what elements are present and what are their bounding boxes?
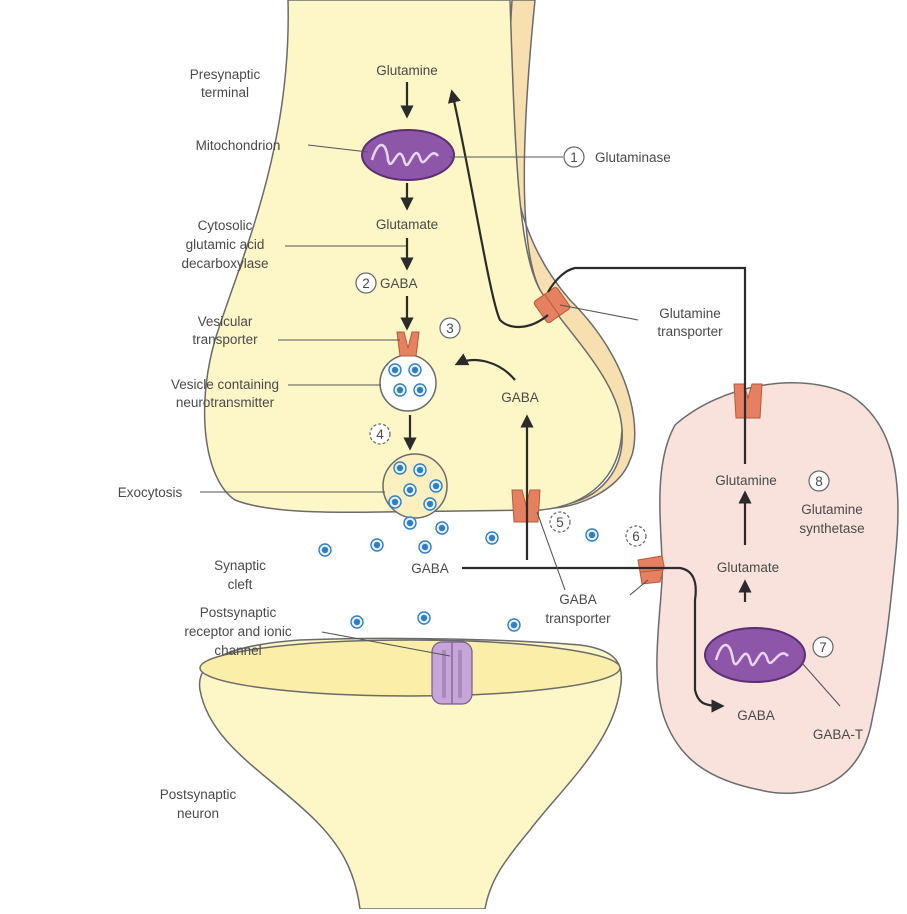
gaba-transporter-label-2: transporter xyxy=(545,611,611,626)
mitochondrion-presynaptic xyxy=(362,130,454,180)
postsynaptic-receptor-label-3: channel xyxy=(214,643,261,658)
step-8-label: 8 xyxy=(815,474,823,489)
glutamate-presynaptic-label: Glutamate xyxy=(376,217,438,232)
glutamine-synthetase-label-2: synthetase xyxy=(799,521,864,536)
exocytosis-label: Exocytosis xyxy=(118,485,183,500)
gaba-glial-label: GABA xyxy=(737,708,775,723)
cytosolic-gad-label-3: decarboxylase xyxy=(181,256,268,271)
vesicle-label-2: neurotransmitter xyxy=(176,395,275,410)
glutamine-transporter-label-1: Glutamine xyxy=(659,306,721,321)
gaba-t-label: GABA-T xyxy=(813,727,863,742)
gaba-presynaptic-label: GABA xyxy=(380,276,418,291)
postsynaptic-neuron-label-1: Postsynaptic xyxy=(160,787,237,802)
exocytosis-vesicle xyxy=(383,454,447,518)
gaba-cleft-label: GABA xyxy=(411,561,449,576)
cytosolic-gad-label-2: glutamic acid xyxy=(186,237,265,252)
postsynaptic-receptor-label-1: Postsynaptic xyxy=(200,605,277,620)
step-3-label: 3 xyxy=(446,321,454,336)
cytosolic-gad-label-1: Cytosolic xyxy=(198,218,253,233)
glutaminase-label: Glutaminase xyxy=(595,150,671,165)
step-4-label: 4 xyxy=(376,427,384,442)
mitochondrion-glial xyxy=(705,628,805,682)
vesicular-transporter-label-2: transporter xyxy=(192,332,258,347)
step-2-label: 2 xyxy=(362,276,370,291)
postsynaptic-receptor-label-2: receptor and ionic xyxy=(184,624,292,639)
postsynaptic-neuron-label-2: neuron xyxy=(177,806,219,821)
presynaptic-terminal-label-2: terminal xyxy=(201,85,249,100)
step-5-label: 5 xyxy=(556,515,564,530)
glutamate-glial-label: Glutamate xyxy=(717,560,779,575)
step-7-label: 7 xyxy=(819,640,827,655)
step-6-label: 6 xyxy=(632,529,640,544)
mitochondrion-label: Mitochondrion xyxy=(196,138,281,153)
step-1-label: 1 xyxy=(570,150,578,165)
glutamine-presynaptic-label: Glutamine xyxy=(376,63,438,78)
vesicular-transporter-label-1: Vesicular xyxy=(198,314,253,329)
presynaptic-terminal-label-1: Presynaptic xyxy=(190,67,261,82)
synaptic-cleft-label-2: cleft xyxy=(228,577,253,592)
gaba-reuptake-label: GABA xyxy=(501,390,539,405)
synaptic-vesicle xyxy=(380,355,436,411)
vesicle-label-1: Vesicle containing xyxy=(171,377,279,392)
glutamine-transporter-label-2: transporter xyxy=(657,324,723,339)
gaba-transporter-glial xyxy=(638,556,664,584)
glutamine-synthetase-label-1: Glutamine xyxy=(801,502,863,517)
synaptic-cleft-label-1: Synaptic xyxy=(214,558,266,573)
postsynaptic-receptor xyxy=(432,642,472,704)
glutamine-glial-label: Glutamine xyxy=(715,473,777,488)
gaba-transporter-label-1: GABA xyxy=(559,592,597,607)
